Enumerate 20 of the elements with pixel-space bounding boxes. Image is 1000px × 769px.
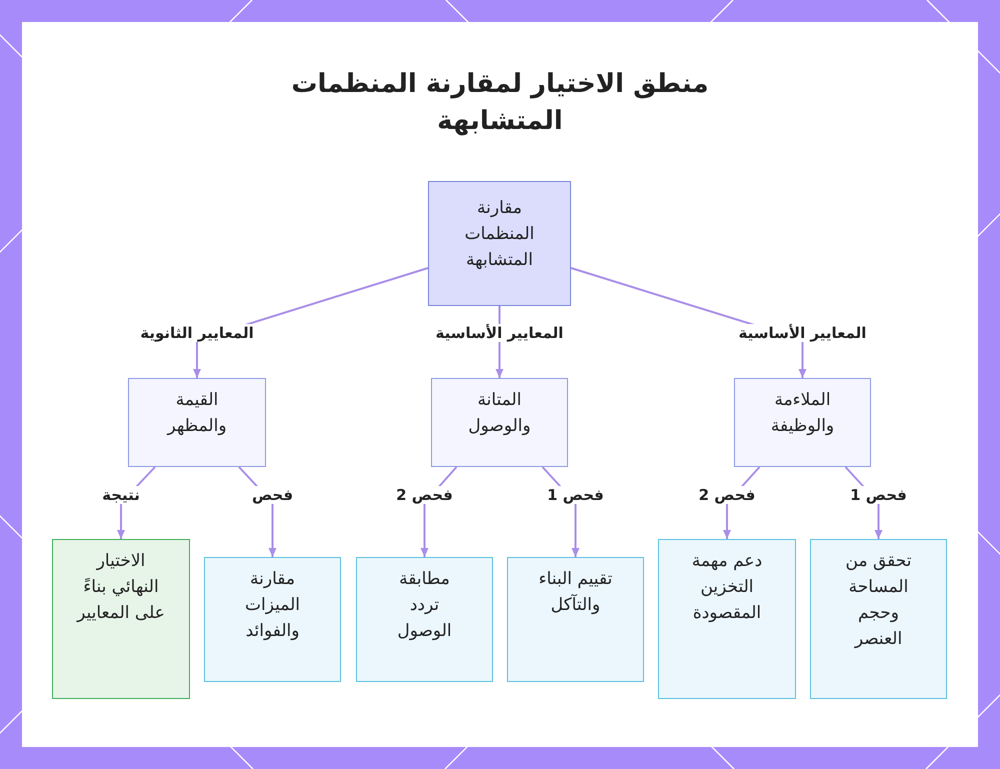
edge-label: فحص xyxy=(252,486,294,504)
criteria-box: القيمة والمظهر xyxy=(128,378,266,467)
step-box: دعم مهمة التخزين المقصودة xyxy=(658,539,796,699)
step-box: مطابقة تردد الوصول xyxy=(356,557,493,682)
edge-label: فحص 1 xyxy=(850,486,907,504)
edge-label: فحص 2 xyxy=(698,486,756,504)
edge-label: المعايير الأساسية xyxy=(738,324,866,342)
edge-label: المعايير الأساسية xyxy=(436,324,564,342)
root-box: مقارنة المنظمات المتشابهة xyxy=(428,181,571,306)
step-box: تحقق من المساحة وحجم العنصر xyxy=(810,539,947,699)
title: منطق الاختيار لمقارنة المنظمات المتشابهة xyxy=(290,68,710,138)
criteria-box: المتانة والوصول xyxy=(431,378,568,467)
edge-label: المعايير الثانوية xyxy=(140,324,254,342)
step-box: مقارنة الميزات والفوائد xyxy=(204,557,341,682)
edge-label: نتيجة xyxy=(102,486,140,504)
criteria-box: الملاءمة والوظيفة xyxy=(734,378,871,467)
edge-label: فحص 2 xyxy=(396,486,453,504)
step-box: تقييم البناء والتآكل xyxy=(507,557,644,682)
edge-label: فحص 1 xyxy=(547,486,604,504)
result-box: الاختيار النهائي بناءً على المعايير xyxy=(52,539,190,699)
